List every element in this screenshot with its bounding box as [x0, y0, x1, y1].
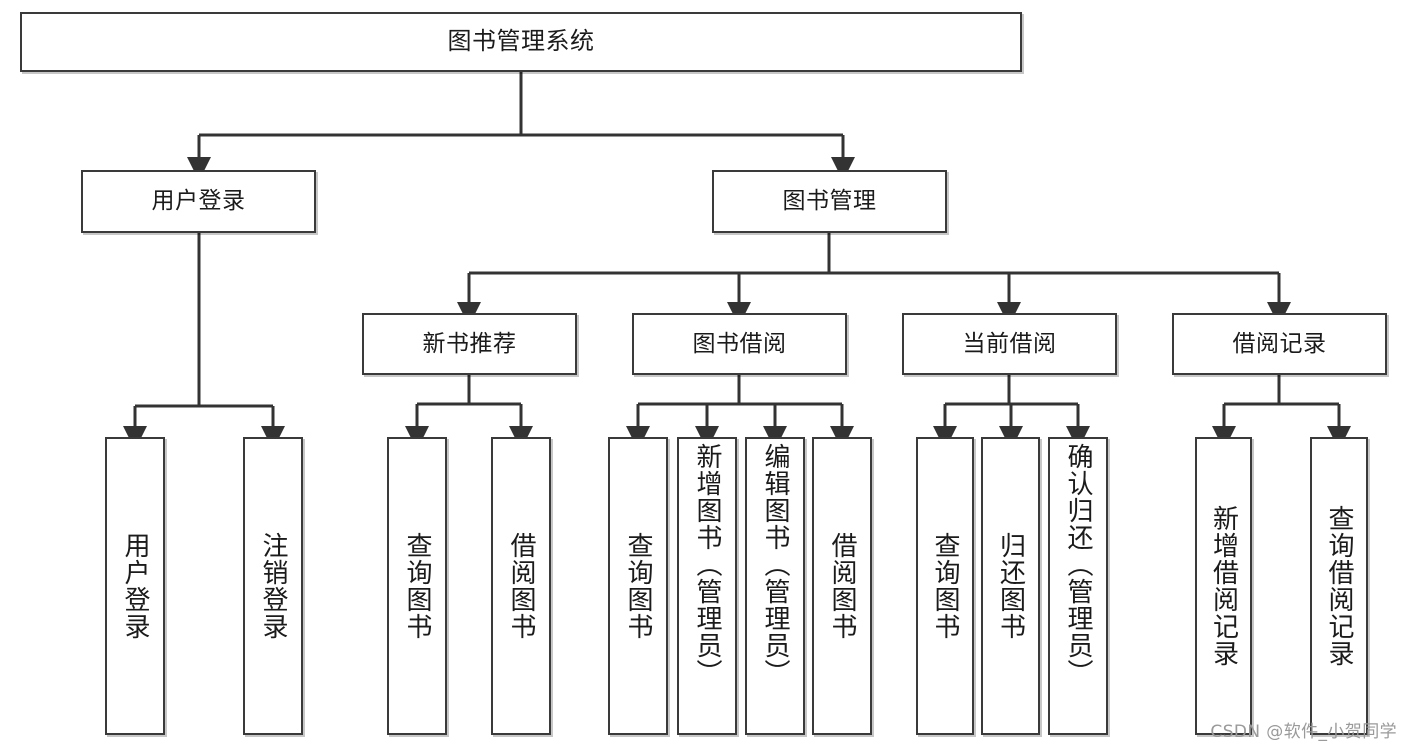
node-leaf-user-login-label: 用户登录 — [120, 532, 150, 640]
node-user-login-label: 用户登录 — [151, 188, 246, 215]
node-leaf-query-book-2[interactable]: 查询图书 — [608, 437, 668, 735]
node-leaf-query-record[interactable]: 查询借阅记录 — [1310, 437, 1368, 735]
node-leaf-return-book[interactable]: 归还图书 — [981, 437, 1040, 735]
node-leaf-user-login[interactable]: 用户登录 — [105, 437, 165, 735]
node-leaf-return-book-label: 归还图书 — [995, 532, 1026, 640]
node-leaf-query-book-1-label: 查询图书 — [402, 532, 432, 640]
node-leaf-borrow-book-2-label: 借阅图书 — [827, 532, 857, 640]
node-leaf-confirm-return-label: 确认归还（管理员） — [1063, 443, 1093, 686]
node-leaf-add-book-label: 新增图书（管理员） — [692, 443, 722, 686]
node-book-borrow-label: 图书借阅 — [692, 330, 787, 357]
node-leaf-add-record-label: 新增借阅记录 — [1208, 505, 1239, 667]
node-leaf-borrow-book-1-label: 借阅图书 — [506, 532, 536, 640]
node-book-management-label: 图书管理 — [782, 188, 877, 215]
node-leaf-confirm-return[interactable]: 确认归还（管理员） — [1048, 437, 1108, 735]
node-leaf-query-book-1[interactable]: 查询图书 — [387, 437, 447, 735]
node-book-management[interactable]: 图书管理 — [712, 170, 947, 233]
node-new-book-recommend-label: 新书推荐 — [422, 330, 517, 357]
node-borrow-record-label: 借阅记录 — [1232, 330, 1327, 357]
node-borrow-record[interactable]: 借阅记录 — [1172, 313, 1387, 375]
node-leaf-query-book-3-label: 查询图书 — [930, 532, 960, 640]
node-leaf-logout[interactable]: 注销登录 — [243, 437, 303, 735]
node-book-borrow[interactable]: 图书借阅 — [632, 313, 847, 375]
node-leaf-edit-book-label: 编辑图书（管理员） — [760, 443, 790, 686]
node-user-login[interactable]: 用户登录 — [81, 170, 316, 233]
node-new-book-recommend[interactable]: 新书推荐 — [362, 313, 577, 375]
node-root-label: 图书管理系统 — [447, 27, 595, 56]
node-leaf-query-book-3[interactable]: 查询图书 — [916, 437, 974, 735]
node-leaf-borrow-book-2[interactable]: 借阅图书 — [812, 437, 872, 735]
node-leaf-borrow-book-1[interactable]: 借阅图书 — [491, 437, 551, 735]
node-leaf-add-book[interactable]: 新增图书（管理员） — [677, 437, 737, 735]
node-leaf-edit-book[interactable]: 编辑图书（管理员） — [745, 437, 805, 735]
node-leaf-logout-label: 注销登录 — [258, 532, 288, 640]
node-leaf-query-record-label: 查询借阅记录 — [1324, 505, 1354, 667]
node-current-borrow-label: 当前借阅 — [962, 330, 1057, 357]
node-root[interactable]: 图书管理系统 — [20, 12, 1022, 72]
node-leaf-query-book-2-label: 查询图书 — [623, 532, 653, 640]
node-leaf-add-record[interactable]: 新增借阅记录 — [1195, 437, 1252, 735]
node-current-borrow[interactable]: 当前借阅 — [902, 313, 1117, 375]
